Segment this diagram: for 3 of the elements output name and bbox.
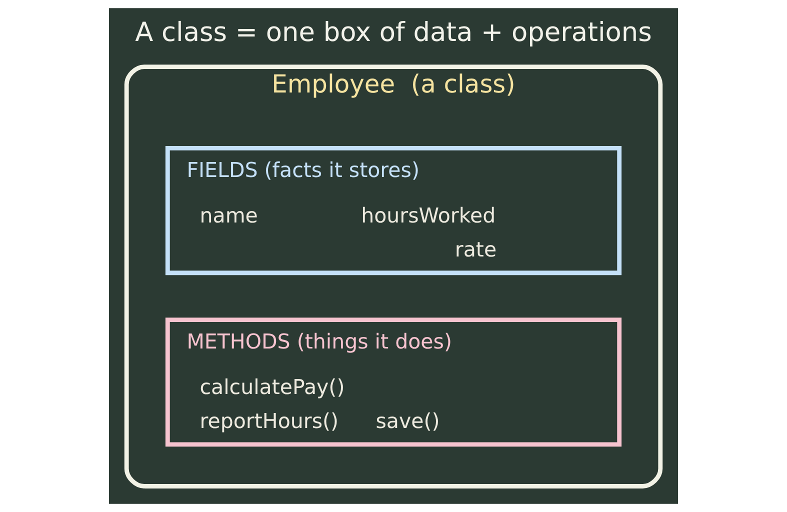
diagram-title: A class = one box of data + operations (135, 18, 652, 48)
node-box: METHODS (things it does) calculatePay() reportHours() save() (165, 318, 622, 447)
node-box: FIELDS (facts it stores) name hoursWorked rate (165, 146, 622, 276)
